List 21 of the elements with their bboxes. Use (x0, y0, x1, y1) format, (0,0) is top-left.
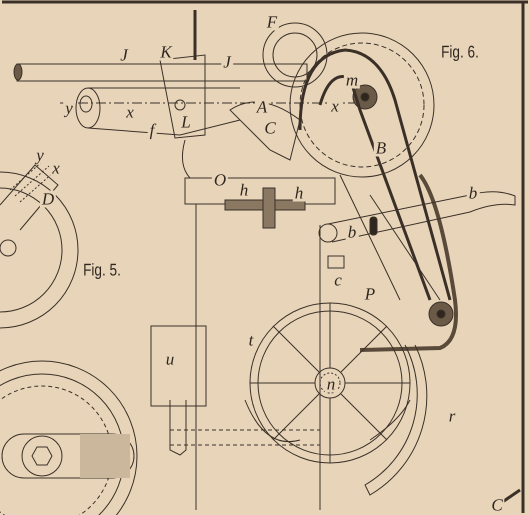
part-letter: h (292, 184, 306, 202)
part-letter: b (466, 184, 480, 202)
part-letter: f (148, 122, 156, 138)
part-letter: F (264, 14, 280, 30)
part-letter: J (221, 54, 233, 70)
part-letter: O (212, 172, 228, 188)
part-letter: n (324, 376, 338, 392)
part-letter: K (158, 44, 174, 60)
figure-title: Fig. 5. (82, 262, 122, 278)
part-letter: y (63, 100, 75, 116)
part-letter: L (179, 114, 193, 130)
part-letter: J (118, 46, 130, 64)
part-letter: C (489, 496, 505, 514)
part-letter: C (262, 120, 278, 136)
part-letter: P (362, 286, 378, 302)
part-letter: B (374, 140, 388, 156)
part-letter: D (40, 190, 56, 208)
part-letter: h (238, 182, 250, 198)
part-letter: A (254, 98, 270, 116)
figure-title: Fig. 6. (440, 44, 480, 60)
part-letter: b (346, 224, 358, 240)
